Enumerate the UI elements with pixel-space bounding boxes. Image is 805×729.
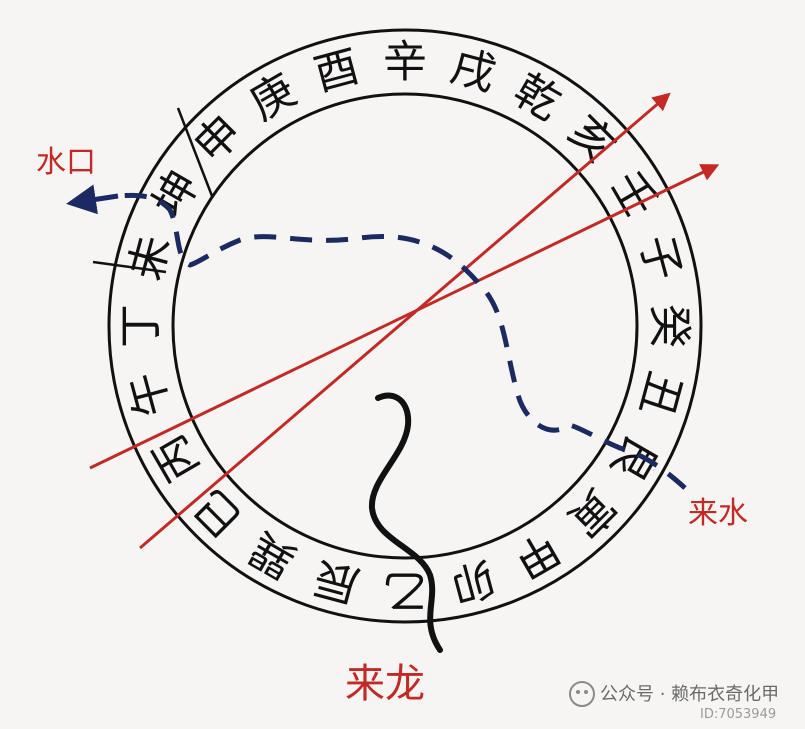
ring-character: 丁 (116, 304, 167, 348)
water-flow-path (119, 192, 687, 490)
watermark-id: ID:7053949 (700, 707, 776, 722)
ring-character: 辰 (309, 551, 365, 612)
watermark: 公众号 · 赖布衣奇化甲 ID:7053949 (569, 681, 779, 722)
dragon-line (368, 392, 443, 653)
ring-divider-line (92, 260, 167, 274)
ring-character: 癸 (644, 304, 695, 348)
ring-character: 丑 (630, 366, 691, 422)
ring-divider-line (176, 107, 214, 197)
red-line-lower (89, 164, 720, 470)
watermark-text: 公众号 · 赖布衣奇化甲 (600, 684, 779, 705)
ring-character: 乙 (383, 565, 427, 616)
ring-character: 戌 (445, 41, 501, 102)
ring-character: 午 (120, 366, 181, 422)
ring-character: 酉 (309, 41, 365, 102)
inner-ring (171, 92, 639, 560)
incoming-dragon-label: 来龙 (345, 661, 425, 707)
outer-ring (107, 28, 703, 624)
ring-character: 子 (630, 230, 691, 286)
ring-characters: 巽巳丙午丁未坤申庚酉辛戌乾亥壬子癸丑艮寅甲卯乙辰 (116, 37, 695, 616)
water-outlet-label: 水口 (36, 145, 96, 180)
water-outlet-arrow (66, 184, 119, 215)
ring-character: 未 (120, 230, 181, 286)
red-line-upper (139, 92, 671, 550)
wechat-logo-icon (569, 681, 595, 707)
ring-character: 辛 (383, 37, 427, 88)
incoming-water-label: 来水 (688, 496, 748, 531)
ring-character: 卯 (445, 551, 501, 612)
